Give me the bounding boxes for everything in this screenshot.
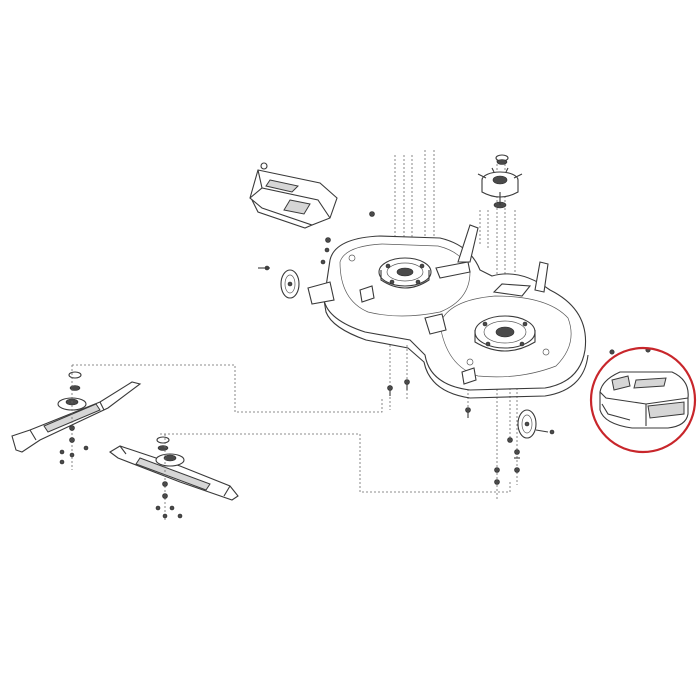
mower-deck-housing [307, 224, 589, 399]
blade-left [11, 365, 142, 470]
blade-leader-paths [72, 364, 511, 493]
right-pulley [474, 315, 536, 352]
highlight-circle [589, 346, 697, 454]
left-pulley [378, 257, 432, 289]
belt-cover [249, 162, 338, 229]
blade-right [109, 434, 239, 520]
gauge-wheel-right [517, 409, 555, 439]
rear-deck-cover [599, 371, 689, 429]
spindle-assembly [477, 154, 523, 209]
small-screws [258, 211, 651, 355]
gauge-wheel-left [280, 269, 300, 299]
deck-bolts [387, 379, 520, 485]
